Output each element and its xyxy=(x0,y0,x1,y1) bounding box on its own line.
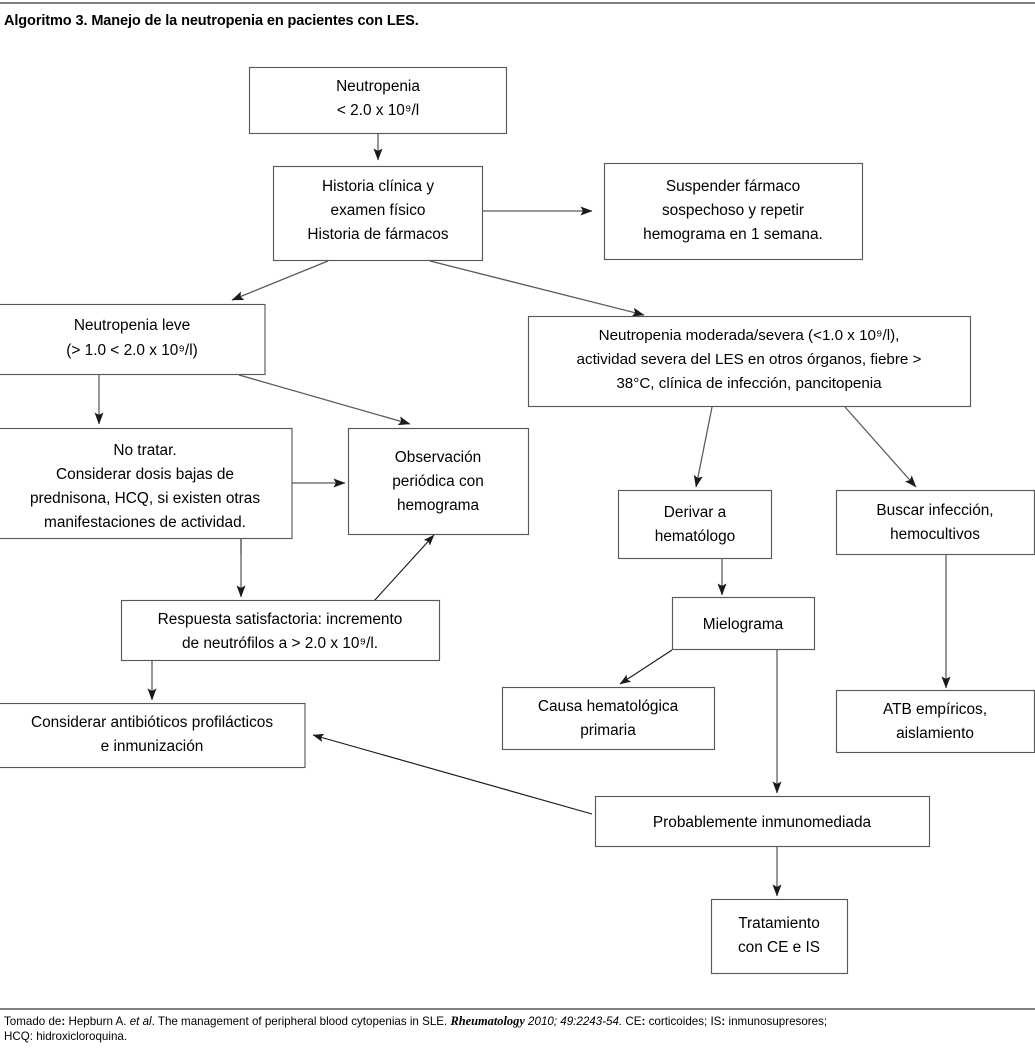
node-considerar-antibioticos[interactable]: Considerar antibióticos profilácticos e … xyxy=(0,702,306,769)
footnote-etal: et al xyxy=(129,1015,152,1028)
node-moderada-line-1: Neutropenia moderada/severa (<1.0 x 10⁹/… xyxy=(599,327,900,344)
node-neutropenia-leve[interactable]: Neutropenia leve (> 1.0 < 2.0 x 10⁹/l) xyxy=(0,303,266,376)
node-no-tratar-line-4: manifestaciones de actividad. xyxy=(44,514,246,531)
node-atb-empiricos[interactable]: ATB empíricos, aislamiento xyxy=(835,689,1035,754)
edge-respuesta-to-observacion xyxy=(373,534,435,602)
node-historia-line-2: examen físico xyxy=(331,202,426,219)
node-buscar-line-1: Buscar infección, xyxy=(876,502,993,519)
node-observacion-line-3: hemograma xyxy=(397,497,480,514)
footnote-volume: 2010; 49:2243-54. xyxy=(524,1015,623,1028)
node-neutropenia-line-2: < 2.0 x 10⁹/l xyxy=(337,102,419,119)
node-historia-line-3: Historia de fármacos xyxy=(307,226,448,243)
source-footnote: Tomado de: Hepburn A. et al. The managem… xyxy=(4,1014,1035,1044)
node-tratamiento-line-1: Tratamiento xyxy=(738,915,820,932)
flowchart: Neutropenia < 2.0 x 10⁹/l Historia clíni… xyxy=(0,66,1035,975)
node-suspender-line-3: hemograma en 1 semana. xyxy=(643,226,823,243)
node-leve-line-1: Neutropenia leve xyxy=(74,317,190,334)
node-neutropenia-moderada-severa[interactable]: Neutropenia moderada/severa (<1.0 x 10⁹/… xyxy=(527,315,972,408)
edge-moderada-to-derivar xyxy=(693,406,713,488)
footnote-ce-value: corticoides; IS xyxy=(645,1015,722,1028)
node-historia-line-1: Historia clínica y xyxy=(322,178,434,195)
node-considerar-line-1: Considerar antibióticos profilácticos xyxy=(31,714,273,731)
node-tratamiento-line-2: con CE e IS xyxy=(738,939,820,956)
node-respuesta-line-1: Respuesta satisfactoria: incremento xyxy=(158,611,403,628)
node-no-tratar[interactable]: No tratar. Considerar dosis bajas de pre… xyxy=(0,427,293,540)
node-neutropenia-line-1: Neutropenia xyxy=(336,78,420,95)
divider-top xyxy=(0,2,1035,4)
node-derivar-line-2: hematólogo xyxy=(655,528,735,545)
edge-mielograma-to-causa xyxy=(619,649,673,685)
node-moderada-line-2: actividad severa del LES en otros órgano… xyxy=(577,351,922,368)
footnote-colon-is: : xyxy=(721,1015,726,1028)
edge-historia-to-leve xyxy=(231,260,329,301)
edge-moderada-to-buscar xyxy=(844,406,917,488)
node-atb-line-1: ATB empíricos, xyxy=(883,701,987,718)
footnote-is-value: inmunosupresores; xyxy=(725,1015,828,1028)
node-tratamiento-ce-is[interactable]: Tratamiento con CE e IS xyxy=(710,898,849,975)
node-buscar-infeccion[interactable]: Buscar infección, hemocultivos xyxy=(835,489,1035,556)
node-probablemente-inmunomediada[interactable]: Probablemente inmunomediada xyxy=(594,795,931,848)
footnote-line-2: HCQ: hidroxicloroquina. xyxy=(4,1029,128,1043)
node-moderada-line-3: 38°C, clínica de infección, pancitopenia xyxy=(616,375,882,392)
footnote-colon-ce: : xyxy=(641,1015,646,1028)
node-observacion-line-2: periódica con xyxy=(392,473,484,490)
footnote-lead: Tomado de xyxy=(4,1015,62,1028)
node-causa-line-2: primaria xyxy=(580,722,636,739)
footnote-ce-key: CE xyxy=(622,1015,642,1028)
node-derivar-line-1: Derivar a xyxy=(664,504,727,521)
node-considerar-line-2: e inmunización xyxy=(101,738,204,755)
edge-leve-to-observacion xyxy=(238,374,411,426)
node-causa-line-1: Causa hematológica xyxy=(538,698,679,715)
node-suspender-farmaco[interactable]: Suspender fármaco sospechoso y repetir h… xyxy=(603,162,864,261)
edge-inmunomediada-to-considerar xyxy=(312,733,593,815)
edge-historia-to-moderada xyxy=(429,260,645,317)
node-observacion-line-1: Observación xyxy=(395,449,481,466)
node-leve-line-2: (> 1.0 < 2.0 x 10⁹/l) xyxy=(66,342,198,359)
node-observacion-periodica[interactable]: Observación periódica con hemograma xyxy=(347,427,530,536)
node-respuesta-line-2: de neutrófilos a > 2.0 x 10⁹/l. xyxy=(182,635,378,652)
node-causa-hematologica[interactable]: Causa hematológica primaria xyxy=(501,686,716,751)
node-mielograma[interactable]: Mielograma xyxy=(671,596,816,651)
page-title: Algoritmo 3. Manejo de la neutropenia en… xyxy=(4,13,419,29)
node-mielograma-line-1: Mielograma xyxy=(703,616,784,633)
footnote-article: . The management of peripheral blood cyt… xyxy=(151,1015,451,1028)
node-no-tratar-line-1: No tratar. xyxy=(113,442,176,459)
footnote-colon: : xyxy=(61,1015,66,1028)
footnote-journal: Rheumatology xyxy=(450,1014,525,1028)
node-historia-clinica[interactable]: Historia clínica y examen físico Histori… xyxy=(272,165,484,262)
node-respuesta-satisfactoria[interactable]: Respuesta satisfactoria: incremento de n… xyxy=(120,599,441,662)
node-suspender-line-2: sospechoso y repetir xyxy=(662,202,804,219)
divider-bottom xyxy=(0,1008,1035,1010)
footnote-authors: Hepburn A. xyxy=(65,1015,130,1028)
node-no-tratar-line-3: prednisona, HCQ, si existen otras xyxy=(30,490,260,507)
node-neutropenia[interactable]: Neutropenia < 2.0 x 10⁹/l xyxy=(248,66,508,135)
node-inmunomediada-line-1: Probablemente inmunomediada xyxy=(653,814,872,831)
node-atb-line-2: aislamiento xyxy=(896,725,974,742)
node-no-tratar-line-2: Considerar dosis bajas de xyxy=(56,466,234,483)
node-buscar-line-2: hemocultivos xyxy=(890,526,980,543)
node-derivar-hematologo[interactable]: Derivar a hematólogo xyxy=(617,489,773,560)
node-suspender-line-1: Suspender fármaco xyxy=(666,178,800,195)
